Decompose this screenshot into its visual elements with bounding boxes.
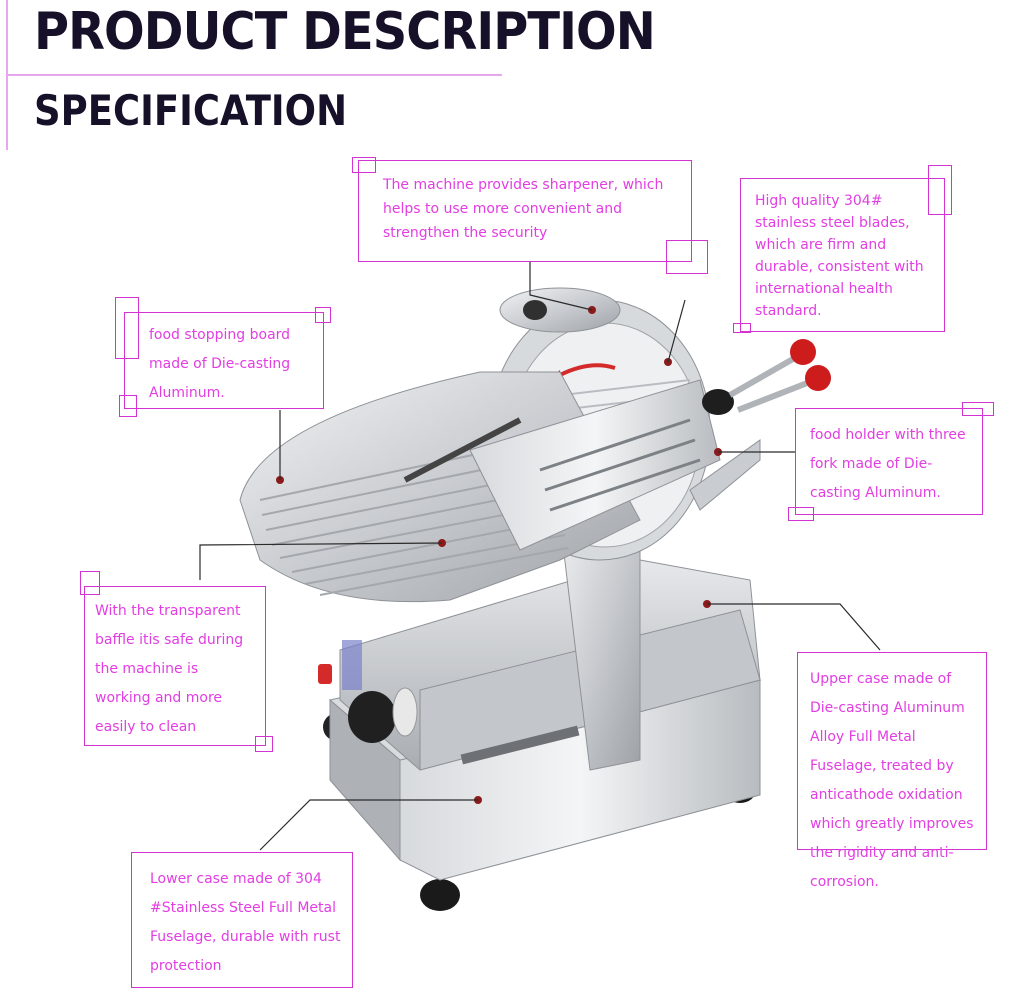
header: PRODUCT DESCRIPTION SPECIFICATION [0,0,1017,150]
callout-sharpener-corner-marker [352,157,376,173]
callout-transparent-baffle-text: With the transparent baffle itis safe du… [95,603,244,735]
callout-food-stopping-board-corner-marker [115,297,139,359]
callout-food-stopping-board-corner-marker [315,307,331,323]
callout-lower-case-text: Lower case made of 304 #Stainless Steel … [150,871,341,974]
callout-blades: High quality 304# stainless steel blades… [740,178,945,332]
callout-food-holder-text: food holder with three fork made of Die-… [810,427,966,501]
callout-food-stopping-board-text: food stopping board made of Die-casting … [149,327,291,401]
callout-sharpener: The machine provides sharpener, which he… [358,160,692,262]
title-underline [6,74,502,76]
callout-sharpener-text: The machine provides sharpener, which he… [383,177,664,241]
callout-lower-case: Lower case made of 304 #Stainless Steel … [131,852,353,988]
callout-transparent-baffle: With the transparent baffle itis safe du… [84,586,266,746]
leader-lines [199,262,881,851]
callout-transparent-baffle-corner-marker [255,736,273,752]
callout-food-stopping-board-corner-marker [119,395,137,417]
callout-transparent-baffle-corner-marker [80,571,100,595]
callout-food-holder: food holder with three fork made of Die-… [795,408,983,515]
callout-sharpener-corner-marker [666,240,708,274]
callout-blades-text: High quality 304# stainless steel blades… [755,193,924,319]
callout-blades-corner-marker [733,323,751,333]
callout-upper-case-text: Upper case made of Die-casting Aluminum … [810,671,974,890]
callout-upper-case: Upper case made of Die-casting Aluminum … [797,652,987,890]
callout-food-holder-corner-marker [788,507,814,521]
page-title: PRODUCT DESCRIPTION [34,2,656,62]
callout-food-stopping-board: food stopping board made of Die-casting … [124,312,324,409]
section-subtitle: SPECIFICATION [34,86,348,135]
callout-food-holder-corner-marker [962,402,994,416]
callout-blades-corner-marker [928,165,952,215]
food-holder [469,339,831,551]
